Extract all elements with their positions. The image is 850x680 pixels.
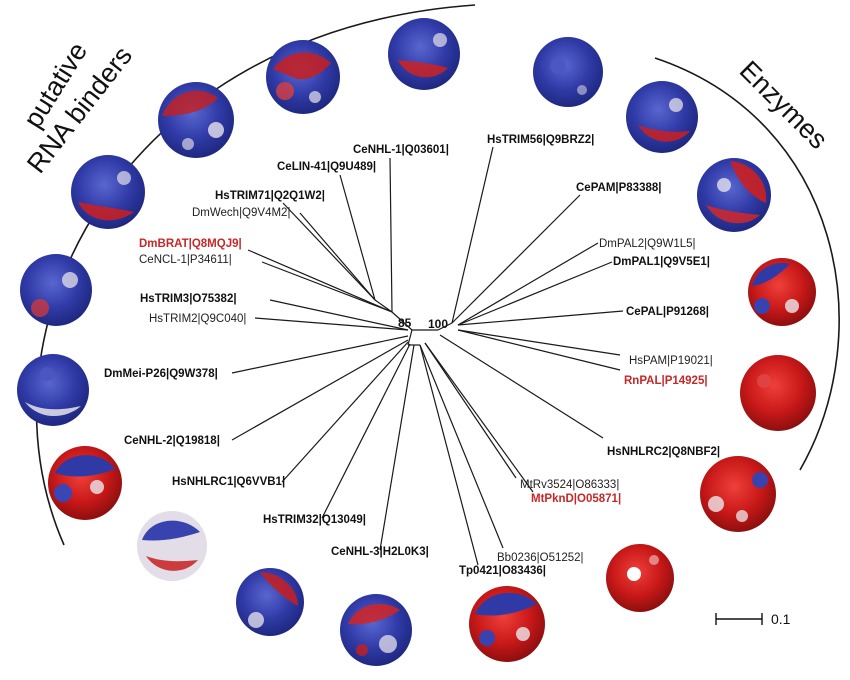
leaf-labels: HsTRIM56|Q9BRZ2| CeNHL-1|Q03601| CeLIN-4… <box>104 134 720 577</box>
leaf-label: HsTRIM32|Q13049| <box>263 514 366 526</box>
protein-surface-image <box>697 158 771 232</box>
protein-surface-image <box>748 258 816 326</box>
protein-surface-image <box>48 446 122 520</box>
leaf-label: HsNHLRC1|Q6VVB1| <box>172 476 285 488</box>
leaf-label: CePAM|P83388| <box>576 182 662 194</box>
protein-surface-image <box>533 37 603 107</box>
leaf-label: RnPAL|P14925| <box>624 375 708 387</box>
leaf-label: CeNHL-1|Q03601| <box>353 144 449 156</box>
protein-surface-image <box>71 155 145 229</box>
protein-surfaces <box>17 18 816 666</box>
protein-surface-image <box>17 354 89 426</box>
protein-surface-image <box>700 456 776 532</box>
scale-bar-label: 0.1 <box>771 611 791 627</box>
protein-surface-image <box>469 586 545 662</box>
leaf-label: MtPknD|O05871| <box>531 493 621 505</box>
protein-surface-image <box>137 511 207 581</box>
protein-surface-image <box>266 40 340 114</box>
leaf-label: HsTRIM71|Q2Q1W2| <box>215 190 325 202</box>
bootstrap-value-100: 100 <box>428 317 448 331</box>
leaf-label: CeNCL-1|P34611| <box>139 254 232 266</box>
leaf-label: CeNHL-2|Q19818| <box>124 435 220 447</box>
tree-branches <box>231 146 624 566</box>
protein-surface-image <box>236 568 304 636</box>
leaf-label: HsPAM|P19021| <box>629 355 713 367</box>
leaf-label: DmPAL2|Q9W1L5| <box>599 238 696 250</box>
protein-surface-image <box>158 82 234 158</box>
leaf-label: Tp0421|O83436| <box>459 565 546 577</box>
protein-surface-image <box>388 18 460 90</box>
protein-surface-image <box>606 544 674 612</box>
leaf-label: CeLIN-41|Q9U489| <box>277 161 376 173</box>
leaf-label: HsTRIM2|Q9C040| <box>149 313 246 325</box>
protein-surface-image <box>340 594 412 666</box>
enzymes-title: Enzymes <box>734 55 834 155</box>
leaf-label: HsTRIM3|O75382| <box>140 293 237 305</box>
leaf-label: DmBRAT|Q8MQJ9| <box>139 238 242 250</box>
leaf-label: CeNHL-3|H2L0K3| <box>331 546 429 558</box>
leaf-label: CePAL|P91268| <box>626 306 709 318</box>
leaf-label: DmPAL1|Q9V5E1| <box>613 256 710 268</box>
leaf-label: DmWech|Q9V4M2| <box>192 207 290 219</box>
enzymes-arc <box>654 57 840 471</box>
leaf-label: HsNHLRC2|Q8NBF2| <box>607 446 720 458</box>
protein-surface-image <box>20 254 92 326</box>
leaf-label: HsTRIM56|Q9BRZ2| <box>487 134 594 146</box>
leaf-label: Bb0236|O51252| <box>497 552 584 564</box>
scale-bar: 0.1 <box>715 611 791 627</box>
bootstrap-value-85: 85 <box>398 316 412 330</box>
protein-surface-image <box>626 81 698 153</box>
protein-surface-image <box>740 355 816 431</box>
leaf-label: MtRv3524|O86333| <box>520 479 619 491</box>
leaf-label: DmMei-P26|Q9W378| <box>104 368 218 380</box>
